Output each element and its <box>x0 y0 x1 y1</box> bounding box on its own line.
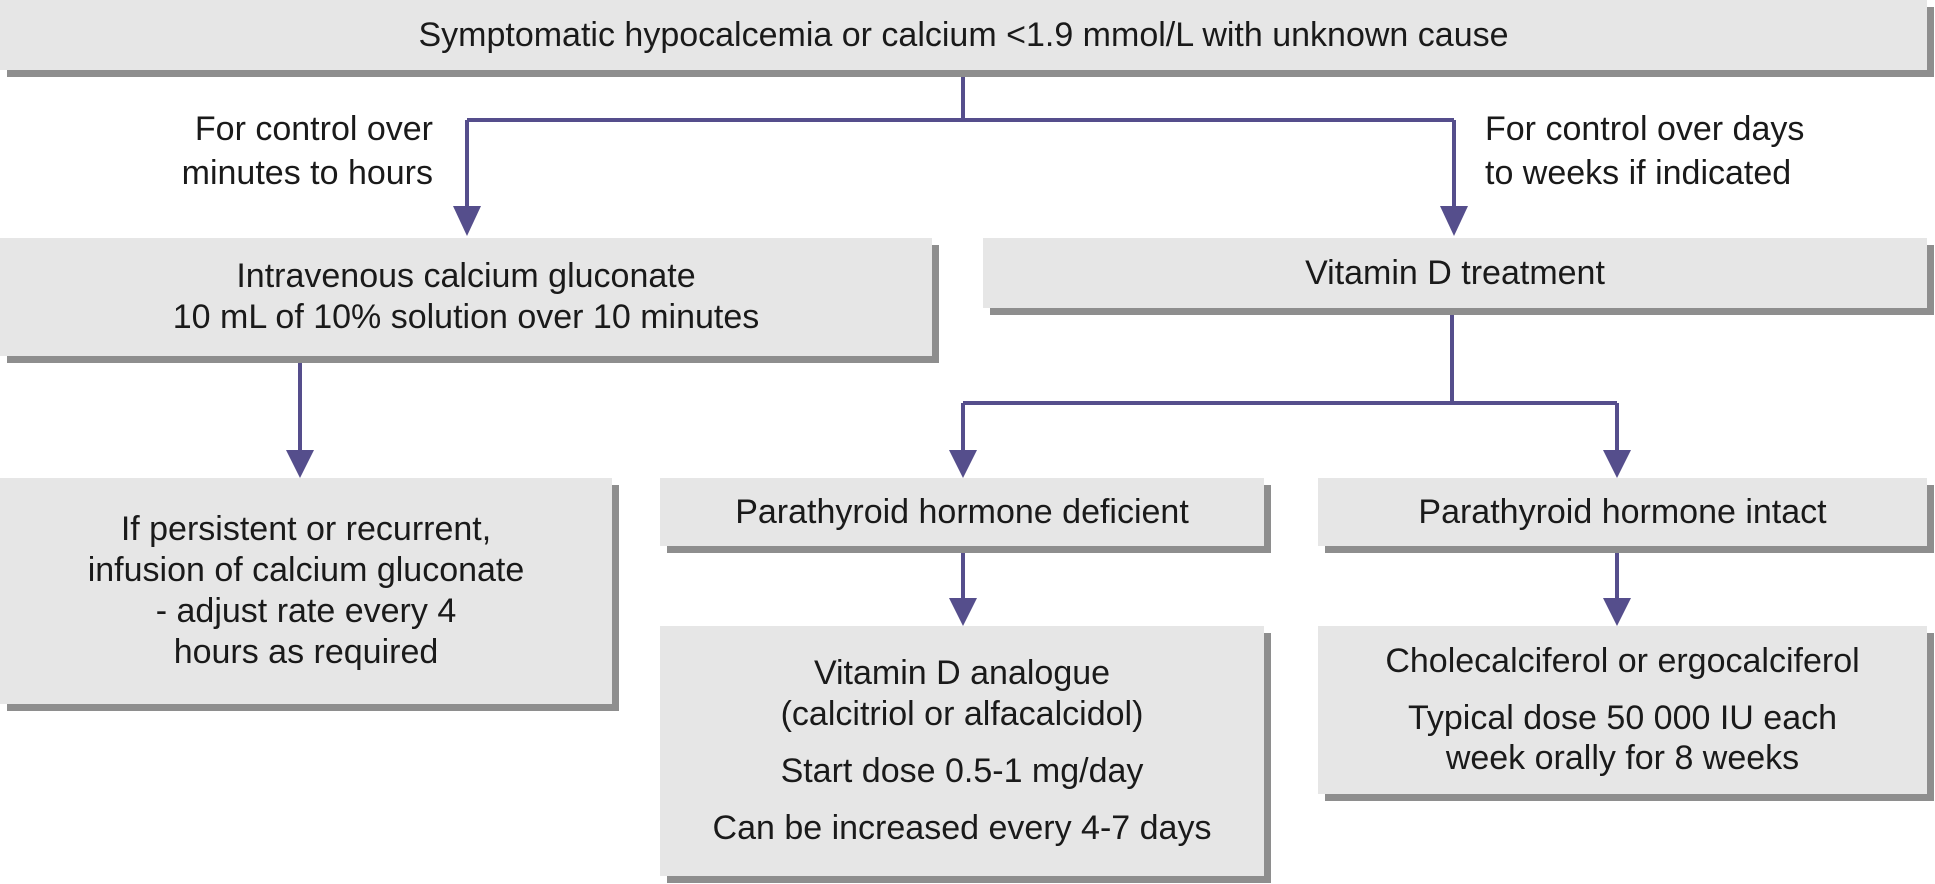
connector-root-to-branches <box>465 76 1456 212</box>
vitamin-d-analogue-box: Vitamin D analogue (calcitriol or alfaca… <box>660 626 1264 876</box>
arrowhead-iv <box>453 206 481 236</box>
pth-deficient-box: Parathyroid hormone deficient <box>660 478 1264 546</box>
calciferol-dose-line-1: Typical dose 50 000 IU each <box>1407 698 1838 737</box>
analogue-increase: Can be increased every 4-7 days <box>712 808 1212 847</box>
pth-intact-box: Parathyroid hormone intact <box>1318 478 1927 546</box>
vitamin-d-box: Vitamin D treatment <box>983 238 1927 308</box>
root-text: Symptomatic hypocalcemia or calcium <1.9… <box>418 15 1509 54</box>
arrowhead-analogue <box>949 598 977 626</box>
arrowhead-calciferol <box>1603 598 1631 626</box>
pth-deficient-text: Parathyroid hormone deficient <box>735 492 1189 531</box>
branch-label-minutes-to-hours: For control over minutes to hours <box>100 108 433 195</box>
branch-label-right-line-1: For control over days <box>1485 110 1805 148</box>
arrowhead-pth-deficient <box>949 450 977 478</box>
analogue-start-dose: Start dose 0.5-1 mg/day <box>780 752 1144 790</box>
arrowhead-infusion <box>286 450 314 478</box>
root-box: Symptomatic hypocalcemia or calcium <1.9… <box>0 0 1927 70</box>
arrowhead-pth-intact <box>1603 450 1631 478</box>
connector-vitd-to-pth <box>961 310 1619 458</box>
branch-label-right-line-2: to weeks if indicated <box>1485 153 1792 192</box>
vitamin-d-text: Vitamin D treatment <box>1305 253 1605 292</box>
branch-label-days-to-weeks: For control over days to weeks if indica… <box>1485 108 1905 195</box>
iv-calcium-box: Intravenous calcium gluconate 10 mL of 1… <box>0 238 932 356</box>
calciferol-title: Cholecalciferol or ergocalciferol <box>1385 641 1860 680</box>
infusion-line-4: hours as required <box>173 632 439 671</box>
calciferol-box: Cholecalciferol or ergocalciferol Typica… <box>1318 626 1927 794</box>
infusion-line-2: infusion of calcium gluconate <box>87 551 525 590</box>
branch-label-left-line-2: minutes to hours <box>181 153 433 192</box>
iv-calcium-line-1: Intravenous calcium gluconate <box>236 257 696 296</box>
branch-label-left-line-1: For control over <box>194 110 433 148</box>
analogue-line-1: Vitamin D analogue <box>813 654 1111 693</box>
infusion-line-1: If persistent or recurrent, <box>120 510 492 549</box>
infusion-line-3: - adjust rate every 4 <box>155 592 457 630</box>
analogue-line-2: (calcitriol or alfacalcidol) <box>780 695 1144 734</box>
arrowhead-vitd <box>1440 206 1468 236</box>
infusion-box: If persistent or recurrent, infusion of … <box>0 478 612 704</box>
calciferol-dose-line-2: week orally for 8 weeks <box>1445 739 1800 778</box>
iv-calcium-line-2: 10 mL of 10% solution over 10 minutes <box>172 298 760 336</box>
pth-intact-text: Parathyroid hormone intact <box>1418 492 1827 531</box>
